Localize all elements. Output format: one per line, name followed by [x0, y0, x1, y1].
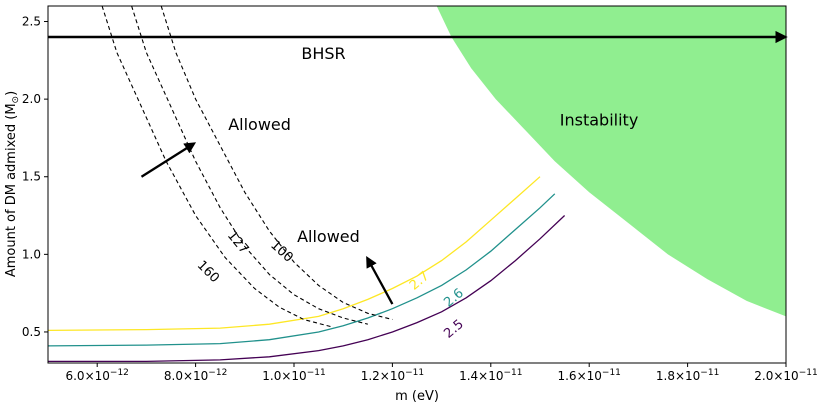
y-tick-label: 0.5: [22, 325, 41, 339]
x-tick-label: 8.0×10−12: [164, 368, 227, 383]
plot-frame: [47, 5, 787, 364]
x-tick-label: 1.8×10−11: [656, 368, 719, 383]
contour-label-2.6: 2.6: [441, 286, 466, 311]
x-tick-label: 1.0×10−11: [262, 368, 325, 383]
y-axis-label: Amount of DM admixed (M⊙): [4, 91, 21, 277]
allowed-label-2: Allowed: [297, 227, 360, 246]
series-line-2.7: [48, 176, 541, 332]
dashed-label-100: 100: [267, 238, 295, 266]
y-tick-label: 2.0: [22, 92, 41, 106]
x-tick-label: 1.4×10−11: [459, 368, 522, 383]
series-line-2.6: [48, 193, 556, 347]
y-tick-label: 1.0: [22, 247, 41, 261]
contour-label-2.7: 2.7: [407, 269, 432, 294]
contour-label-2.5: 2.5: [441, 317, 466, 342]
dashed-contour-160: [101, 6, 334, 328]
bhsr-label: BHSR: [301, 44, 345, 63]
dashed-label-160: 160: [194, 258, 222, 286]
allowed-label-1: Allowed: [228, 115, 291, 134]
y-tick-label: 2.5: [22, 15, 41, 29]
x-axis-label: m (eV): [395, 389, 439, 404]
allowed-arrow-1: [140, 142, 197, 178]
dashed-contour-127: [131, 6, 368, 325]
x-tick-label: 1.2×10−11: [361, 368, 424, 383]
x-tick-label: 6.0×10−12: [65, 368, 128, 383]
dashed-label-127: 127: [224, 228, 251, 257]
x-tick-label: 1.6×10−11: [557, 368, 620, 383]
y-tick-label: 1.5: [22, 170, 41, 184]
instability-region: [436, 6, 786, 317]
x-tick-label: 2.0×10−11: [754, 368, 817, 383]
instability-label: Instability: [560, 111, 639, 130]
allowed-arrow-2: [366, 255, 394, 305]
series-line-2.5: [48, 215, 566, 363]
